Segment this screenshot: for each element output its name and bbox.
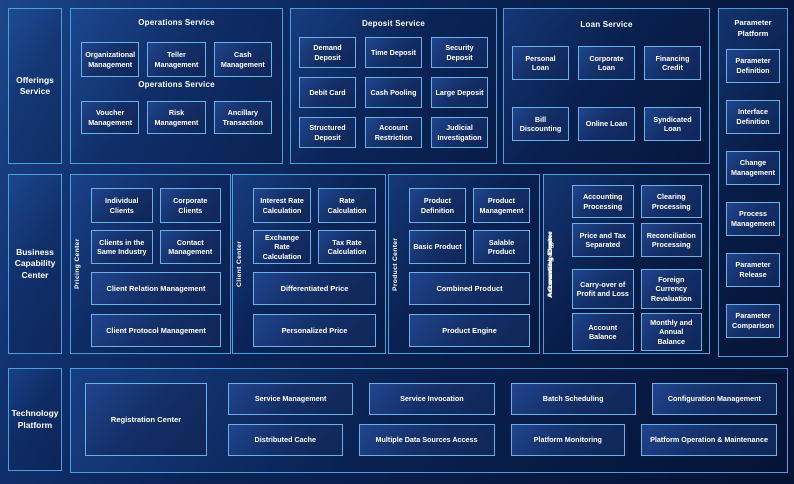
box-accounting-processing: Accounting Processing	[572, 185, 634, 218]
box-process-management: Process Management	[726, 201, 780, 236]
box-batch-scheduling: Batch Scheduling	[510, 383, 636, 415]
operations-service-section: Operations Service Organizational Manage…	[70, 8, 283, 164]
box-interface-definition: Interface Definition	[726, 99, 780, 134]
box-cash-pooling: Cash Pooling	[365, 77, 422, 108]
box-interest-rate-calculation: Interest Rate Calculation	[253, 188, 311, 223]
client-center-section: Client Center Interest Rate Calculation …	[232, 174, 386, 354]
pricing-center-section: Pricing Center Individual Clients Corpor…	[70, 174, 231, 354]
pricing-center-side-label: Pricing Center	[74, 238, 81, 290]
box-structured-deposit: Structured Deposit	[299, 117, 356, 148]
operations-service-duplicate-title: Operations Service	[138, 80, 215, 89]
box-debit-card: Debit Card	[299, 77, 356, 108]
product-center-side-label: Product Center	[392, 237, 399, 291]
box-registration-center: Registration Center	[85, 383, 207, 456]
deposit-service-section: Deposit Service Demand Deposit Time Depo…	[290, 8, 497, 164]
box-organizational-management: Organizational Management	[81, 42, 140, 77]
technology-row-1: Service Management Service Invocation Ba…	[228, 383, 777, 415]
business-capability-center-row-label: Business Capability Center	[8, 174, 62, 354]
parameter-platform-items: Parameter Definition Interface Definitio…	[726, 48, 780, 338]
technology-platform-section: Registration Center Service Management S…	[70, 368, 788, 473]
box-security-deposit: Security Deposit	[431, 37, 488, 68]
box-corporate-loan: Corporate Loan	[578, 46, 635, 80]
client-center-side-label: Client Center	[236, 240, 243, 288]
box-platform-operation-maintenance: Platform Operation & Maintenance	[641, 424, 777, 456]
box-individual-clients: Individual Clients	[91, 188, 153, 223]
parameter-platform-section: Parameter Platform Parameter Definition …	[718, 8, 788, 357]
box-judicial-investigation: Judicial Investigation	[431, 117, 488, 148]
box-account-balance: Account Balance	[572, 313, 634, 351]
loan-service-title: Loan Service	[580, 20, 633, 29]
operations-row-1: Organizational Management Teller Managem…	[81, 42, 272, 77]
box-clients-same-industry: Clients in the Same Industry	[91, 230, 153, 264]
general-ledger-side-label: General Ledger	[547, 236, 554, 292]
box-service-invocation: Service Invocation	[369, 383, 495, 415]
box-differentiated-price: Differentiated Price	[253, 272, 376, 305]
box-account-restriction: Account Restriction	[365, 117, 422, 148]
box-product-definition: Product Definition	[409, 188, 466, 223]
box-product-management: Product Management	[473, 188, 530, 223]
product-center-section: Product Center Product Definition Produc…	[388, 174, 540, 354]
box-combined-product: Combined Product	[409, 272, 530, 305]
box-rate-calculation: Rate Calculation	[318, 188, 376, 223]
box-clearing-processing: Clearing Processing	[640, 185, 702, 218]
box-client-relation-management: Client Relation Management	[91, 272, 221, 305]
box-service-management: Service Management	[228, 383, 354, 415]
box-basic-product: Basic Product	[409, 230, 466, 264]
box-large-deposit: Large Deposit	[431, 77, 488, 108]
accounting-center-section: Accounting Center Accounting Engine Gene…	[543, 174, 710, 354]
deposit-row-2: Debit Card Cash Pooling Large Deposit	[299, 77, 488, 108]
box-monthly-and-annual-balance: Monthly and Annual Balance	[640, 313, 702, 351]
box-contact-management: Contact Management	[159, 230, 221, 264]
deposit-row-1: Demand Deposit Time Deposit Security Dep…	[299, 37, 488, 68]
box-parameter-comparison: Parameter Comparison	[726, 303, 780, 338]
deposit-service-title: Deposit Service	[361, 19, 426, 28]
box-salable-product: Salable Product	[473, 230, 530, 264]
loan-row-1: Personal Loan Corporate Loan Financing C…	[512, 46, 701, 80]
box-demand-deposit: Demand Deposit	[299, 37, 356, 68]
box-corporate-clients: Corporate Clients	[159, 188, 221, 223]
box-foreign-currency-revaluation: Foreign Currency Revaluation	[640, 269, 702, 309]
box-client-protocol-management: Client Protocol Management	[91, 314, 221, 347]
box-risk-management: Risk Management	[147, 101, 206, 134]
box-ancillary-transaction: Ancillary Transaction	[213, 101, 272, 134]
box-time-deposit: Time Deposit	[365, 37, 422, 68]
box-cash-management: Cash Management	[213, 42, 272, 77]
box-reconciliation-processing: Reconciliation Processing	[640, 223, 702, 257]
box-voucher-management: Voucher Management	[81, 101, 140, 134]
parameter-platform-title: Parameter Platform	[734, 18, 772, 39]
box-multiple-data-sources-access: Multiple Data Sources Access	[358, 424, 495, 456]
box-parameter-release: Parameter Release	[726, 252, 780, 287]
box-price-and-tax-separated: Price and Tax Separated	[572, 223, 634, 257]
box-product-engine: Product Engine	[409, 314, 530, 347]
box-tax-rate-calculation: Tax Rate Calculation	[318, 230, 376, 264]
box-exchange-rate-calculation: Exchange Rate Calculation	[253, 230, 311, 264]
box-bill-discounting: Bill Discounting	[512, 107, 569, 141]
box-syndicated-loan: Syndicated Loan	[644, 107, 701, 141]
deposit-row-3: Structured Deposit Account Restriction J…	[299, 117, 488, 148]
offerings-service-row-label: Offerings Service	[8, 8, 62, 164]
box-carry-over-of-profit-and-loss: Carry-over of Profit and Loss	[572, 269, 634, 309]
loan-row-2: Bill Discounting Online Loan Syndicated …	[512, 107, 701, 141]
technology-row-2: Distributed Cache Multiple Data Sources …	[228, 424, 777, 456]
box-online-loan: Online Loan	[578, 107, 635, 141]
box-distributed-cache: Distributed Cache	[228, 424, 343, 456]
loan-service-section: Loan Service Personal Loan Corporate Loa…	[503, 8, 710, 164]
box-personalized-price: Personalized Price	[253, 314, 376, 347]
technology-platform-row-label: Technology Platform	[8, 368, 62, 471]
box-personal-loan: Personal Loan	[512, 46, 569, 80]
operations-row-2: Voucher Management Risk Management Ancil…	[81, 101, 272, 134]
box-parameter-definition: Parameter Definition	[726, 48, 780, 83]
box-configuration-management: Configuration Management	[651, 383, 777, 415]
box-teller-management: Teller Management	[147, 42, 206, 77]
operations-service-title: Operations Service	[138, 18, 215, 27]
box-change-management: Change Management	[726, 150, 780, 185]
box-platform-monitoring: Platform Monitoring	[510, 424, 626, 456]
box-financing-credit: Financing Credit	[644, 46, 701, 80]
